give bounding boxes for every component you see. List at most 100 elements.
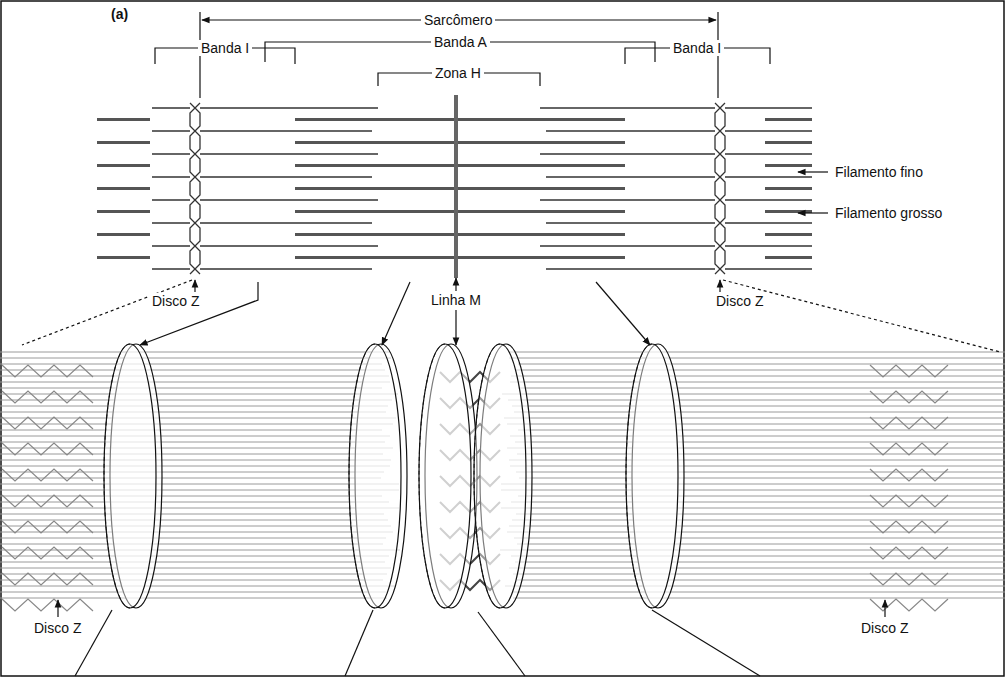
thick-filament — [97, 256, 150, 259]
filament-line — [200, 153, 378, 154]
band-label: Banda A — [431, 34, 490, 50]
thick-filament — [97, 187, 150, 190]
z-disc — [195, 103, 200, 274]
thick-filament — [765, 187, 812, 190]
thick-filament — [295, 118, 625, 121]
filament-line — [518, 388, 1005, 389]
filament-line — [152, 268, 190, 269]
filament-line — [518, 430, 1005, 431]
filament-line — [511, 502, 1005, 503]
filament-line — [509, 526, 1005, 527]
z-lattice — [870, 547, 948, 559]
filament-line — [725, 130, 812, 131]
z-lattice — [870, 365, 948, 377]
filament-line — [0, 598, 387, 599]
filament-line — [510, 436, 1005, 437]
filament-line — [0, 424, 393, 425]
filament-line — [510, 352, 1005, 353]
thick-filament — [765, 141, 812, 144]
filament-line — [200, 245, 378, 246]
filament-line — [725, 199, 812, 200]
filament-line — [0, 574, 387, 575]
thick-filament — [295, 210, 625, 213]
filament-line — [0, 418, 396, 419]
thick-filament — [97, 141, 150, 144]
filament-line — [501, 490, 1005, 491]
thick-filament — [765, 118, 812, 121]
filament-line — [0, 352, 390, 353]
z-lattice — [870, 521, 948, 533]
filament-line — [509, 358, 1005, 359]
filament-line — [0, 412, 386, 413]
disc-label: Disco Z — [31, 620, 84, 636]
filament-line — [0, 550, 400, 551]
filament-line — [0, 538, 386, 539]
filament-line — [508, 400, 1005, 401]
filament-line — [0, 592, 387, 593]
z-lattice — [2, 391, 93, 403]
z-disc — [715, 103, 720, 274]
disk-slice — [474, 344, 526, 608]
filament-line — [0, 358, 391, 359]
filament-line — [0, 556, 389, 557]
filament-line — [0, 466, 390, 467]
filament-line — [200, 107, 378, 108]
filament-line — [0, 586, 395, 587]
thick-filament — [295, 233, 625, 236]
filament-line — [505, 586, 1005, 587]
filament-line — [0, 580, 383, 581]
z-lattice — [2, 521, 93, 533]
filament-line — [0, 514, 384, 515]
disk-slice — [104, 344, 156, 608]
disk-slice — [626, 344, 678, 608]
filament-line — [0, 376, 389, 377]
filament-line — [514, 412, 1005, 413]
filament-line — [0, 460, 391, 461]
disk-back — [104, 344, 130, 608]
filament-line — [511, 376, 1005, 377]
filament-line — [546, 176, 715, 177]
filament-line — [152, 199, 190, 200]
z-lattice — [870, 391, 948, 403]
filament-line — [0, 400, 392, 401]
filament-line — [152, 130, 190, 131]
filament-line — [152, 153, 190, 154]
filament-line — [0, 394, 398, 395]
filament-line — [725, 268, 812, 269]
filament-line — [540, 199, 715, 200]
filament-line — [509, 460, 1005, 461]
filament-line — [501, 508, 1005, 509]
filament-line — [546, 268, 715, 269]
filament-line — [725, 176, 812, 177]
filament-line — [510, 382, 1005, 383]
z-lattice — [2, 495, 93, 507]
filament-line — [540, 245, 715, 246]
filament-line — [200, 222, 372, 223]
thick-filament — [765, 164, 812, 167]
filament-line — [0, 406, 388, 407]
filament-label: Filamento fino — [832, 164, 926, 180]
band-label: Banda I — [198, 40, 252, 56]
thick-filament — [97, 233, 150, 236]
filament-line — [0, 502, 389, 503]
thick-filament — [295, 187, 625, 190]
filament-line — [725, 245, 812, 246]
filament-line — [517, 580, 1005, 581]
m-line — [454, 95, 458, 278]
filament-line — [501, 484, 1005, 485]
z-lattice — [2, 599, 93, 611]
filament-line — [0, 490, 399, 491]
disc-label: Disco Z — [858, 620, 911, 636]
z-lattice — [870, 417, 948, 429]
filament-line — [515, 370, 1005, 371]
filament-line — [513, 598, 1005, 599]
filament-line — [516, 514, 1005, 515]
filament-line — [0, 544, 383, 545]
z-lattice — [2, 417, 93, 429]
filament-line — [0, 532, 393, 533]
filament-line — [0, 562, 385, 563]
thick-filament — [97, 118, 150, 121]
filament-line — [518, 496, 1005, 497]
